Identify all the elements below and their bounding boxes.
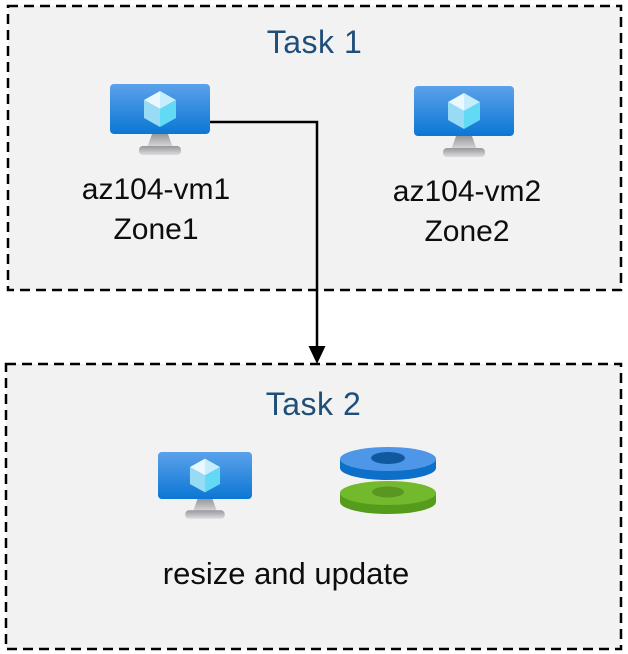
task2-title: Task 2: [265, 386, 362, 422]
vm-zone: Zone1: [113, 213, 199, 246]
az104-vm1-label: az104-vm1 Zone1: [36, 170, 276, 250]
managed-disks-icon: [338, 446, 438, 516]
task2-caption: resize and update: [162, 556, 410, 591]
virtual-machine-icon: [110, 84, 210, 155]
az104-vm1-icon: [110, 84, 210, 157]
vm-zone: Zone2: [424, 215, 510, 248]
az104-vm2-label: az104-vm2 Zone2: [347, 172, 587, 252]
virtual-machine-icon: [158, 452, 252, 519]
task1-title: Task 1: [266, 24, 363, 60]
connector-arrowhead: [308, 346, 326, 364]
vm-name: az104-vm2: [392, 175, 542, 208]
disks-icon: [340, 447, 436, 514]
task2-group-box: [4, 362, 623, 651]
task2-vm-icon: [158, 452, 252, 521]
vm-name: az104-vm1: [81, 173, 231, 206]
az104-vm2-icon: [414, 86, 514, 159]
connector-elbow-line: [210, 120, 319, 347]
virtual-machine-icon: [414, 86, 514, 157]
task1-group-box: [6, 4, 623, 292]
